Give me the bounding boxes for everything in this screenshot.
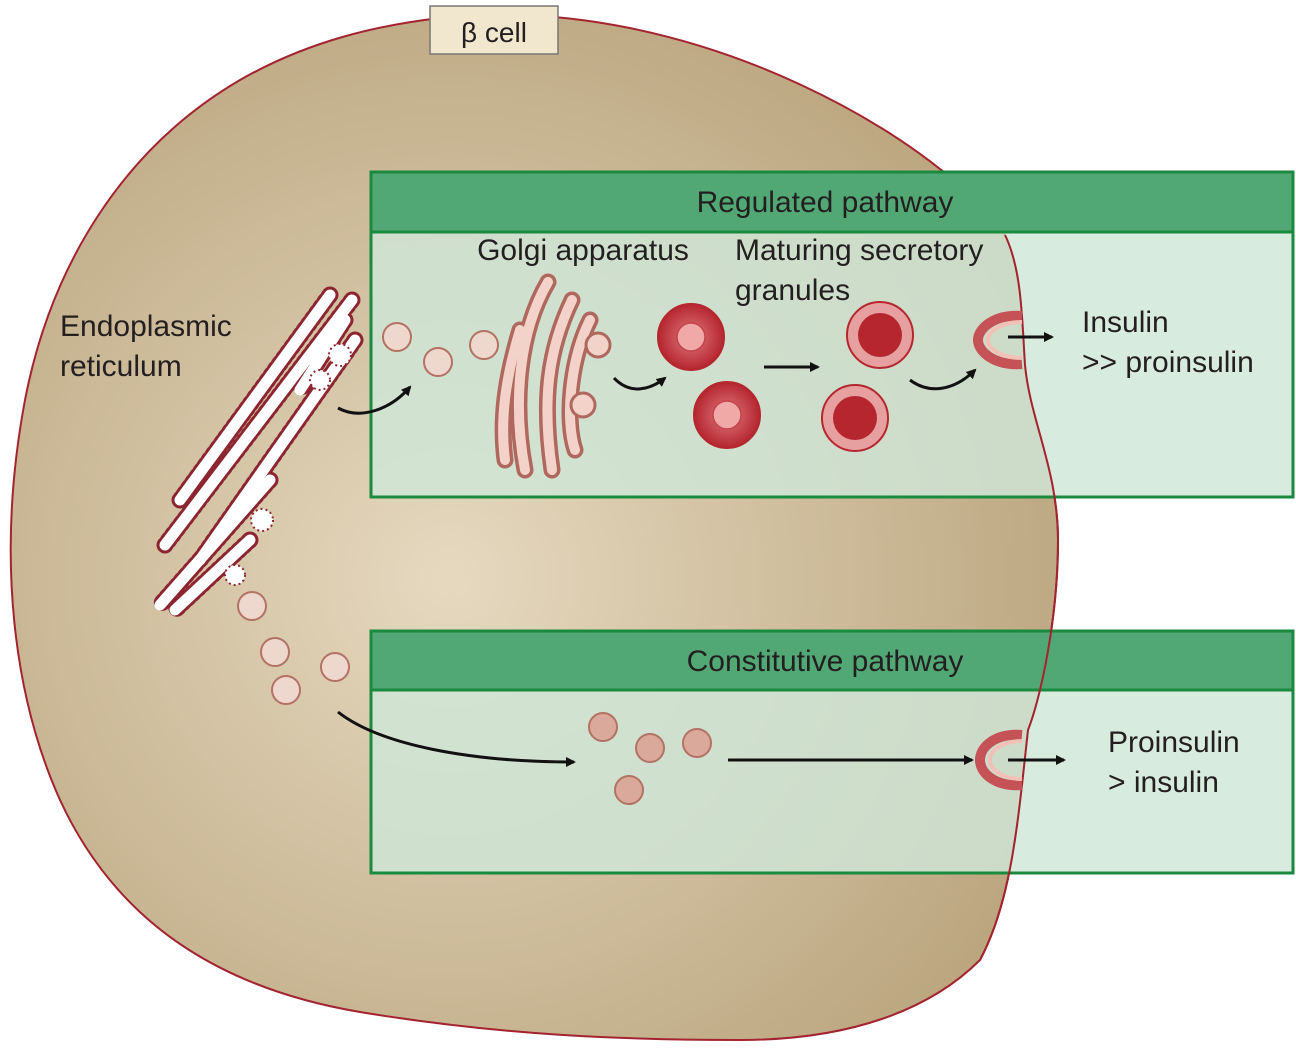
- er-label-line-2: reticulum: [60, 350, 182, 383]
- er-label-line-1: Endoplasmic: [60, 310, 232, 343]
- constitutive-output-line-1: Proinsulin: [1108, 726, 1240, 759]
- constitutive-output-line-2: > insulin: [1108, 766, 1219, 799]
- constitutive-exocytosis-site: [974, 729, 1023, 791]
- constitutive-vesicles: [588, 712, 712, 805]
- arrow-er-to-constitutive: [337, 710, 576, 767]
- granules-label-line-2: granules: [735, 274, 850, 307]
- granules-label: Maturing secretory granules: [735, 234, 992, 307]
- arrow-er-to-vesicles: [337, 385, 412, 415]
- arrow-golgi-to-granules: [612, 376, 667, 391]
- regulated-arrows: [337, 332, 1054, 415]
- golgi-label: Golgi apparatus: [477, 234, 689, 267]
- vesicle: [382, 322, 412, 352]
- vesicle: [469, 330, 499, 360]
- regulated-vesicles: [382, 322, 499, 377]
- er-label: Endoplasmic reticulum: [60, 310, 240, 383]
- constitutive-output: Proinsulin > insulin: [1108, 726, 1248, 799]
- cell-label-box: β cell: [429, 5, 559, 55]
- cell-label: β cell: [461, 17, 527, 48]
- regulated-output-line-2: >> proinsulin: [1082, 346, 1254, 379]
- vesicle: [237, 591, 267, 621]
- constitutive-vesicles-er: [237, 591, 350, 705]
- constitutive-pathway-box: Constitutive pathway: [369, 629, 1295, 875]
- constitutive-arrows: [337, 710, 1066, 767]
- vesicle: [320, 652, 350, 682]
- vesicle: [423, 347, 453, 377]
- vesicle: [614, 775, 644, 805]
- constitutive-pathway-title: Constitutive pathway: [687, 645, 964, 678]
- vesicle: [635, 733, 665, 763]
- regulated-output-line-1: Insulin: [1082, 306, 1169, 339]
- regulated-output: Insulin >> proinsulin: [1082, 306, 1254, 379]
- beta-cell-body: [9, 13, 1060, 1042]
- arrow-granules-to-membrane: [909, 368, 977, 391]
- golgi-apparatus: [494, 273, 612, 479]
- maturing-granules: [657, 301, 914, 452]
- endoplasmic-reticulum: [151, 286, 364, 619]
- vesicle: [588, 712, 618, 742]
- granules-label-line-1: Maturing secretory: [735, 234, 983, 267]
- vesicle: [682, 728, 712, 758]
- vesicle: [260, 637, 290, 667]
- vesicle: [271, 675, 301, 705]
- regulated-pathway-title: Regulated pathway: [697, 186, 954, 219]
- regulated-exocytosis-site: [972, 310, 1023, 370]
